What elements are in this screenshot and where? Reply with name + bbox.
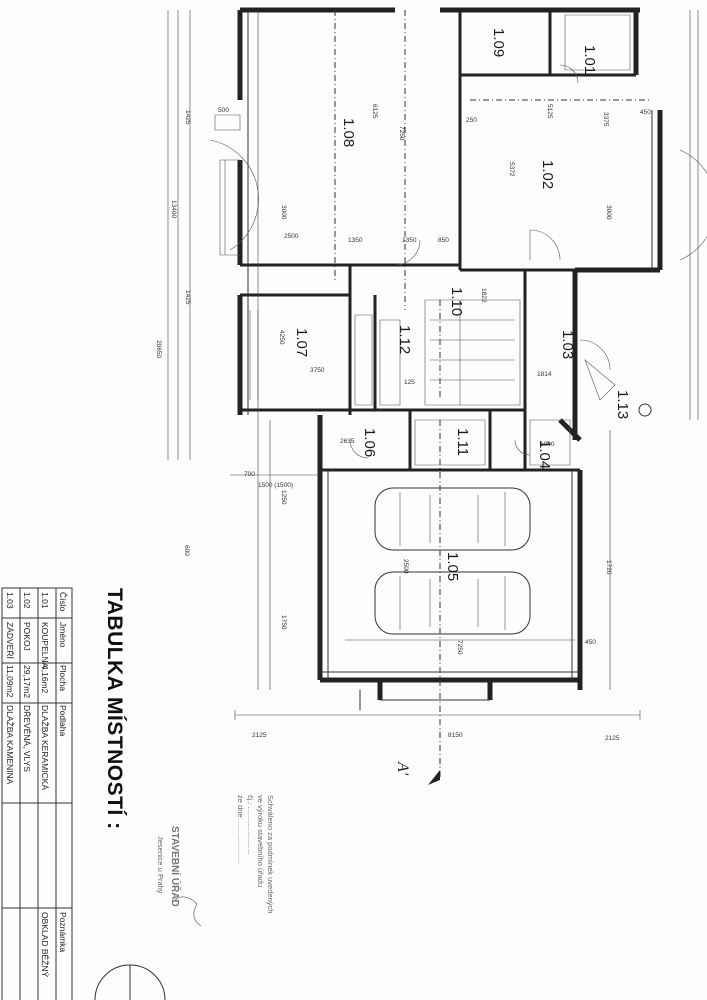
balcony xyxy=(214,114,241,256)
table-header-podlaha: Podlaha xyxy=(58,705,68,736)
table-header-jmeno: Jméno xyxy=(58,622,68,648)
stamp-line-4: ze dne: .................... xyxy=(236,795,245,863)
compass-symbol xyxy=(94,964,166,1000)
dim-7250-b: 7250 xyxy=(456,640,463,655)
room-1-08: 1.08 xyxy=(340,118,357,147)
stamp-line-1: Schváleno za podmínek uvedených xyxy=(266,795,275,913)
table-row-2-area: 29,17m2 xyxy=(22,665,32,698)
dim-850: 850 xyxy=(438,237,449,244)
dim-1350-a: 1350 xyxy=(348,237,363,244)
dim-1250: 1250 xyxy=(280,490,287,505)
stamp-line-2: ve výroku stavebního úřadu xyxy=(256,795,265,887)
dimension-labels: 6125 5125 7250 7250 3000 3000 2500 1350 … xyxy=(155,104,651,742)
dim-125: 125 xyxy=(404,379,415,386)
dim-1425-b: 1425 xyxy=(184,290,191,305)
dim-5372: 5372 xyxy=(508,162,515,177)
outer-walls xyxy=(237,7,663,700)
room-1-09: 1.09 xyxy=(490,28,507,57)
table-row-1-name: KOUPELNA xyxy=(40,622,50,669)
dim-3000-b: 3000 xyxy=(605,205,612,220)
stamp-office: STAVEBNÍ ÚŘAD xyxy=(169,826,182,907)
section-marker xyxy=(428,770,440,785)
room-1-13: 1.13 xyxy=(614,390,631,419)
dim-1350-b: 1350 xyxy=(402,237,417,244)
table-header-cislo: Číslo xyxy=(58,592,68,612)
dimension-lines xyxy=(167,10,699,720)
dim-5125: 5125 xyxy=(546,104,553,119)
table-row-1-note: OBKLAD BĚŽNÝ xyxy=(40,912,50,978)
dim-2500-b: 2500 xyxy=(402,559,409,574)
table-row-2-floor: DŘEVĚNÁ, VLYS xyxy=(22,705,32,772)
dim-450-a: 450 xyxy=(640,109,651,116)
stamp-line-3: čj.: ....................... xyxy=(246,795,255,855)
dim-1000: 1000 xyxy=(540,441,555,448)
section-label: A' xyxy=(394,761,411,776)
room-1-03: 1.03 xyxy=(559,330,576,359)
table-title: TABULKA MÍSTNOSTÍ : xyxy=(103,588,126,830)
room-table-grid xyxy=(1,587,73,1000)
table-row-3-floor: DLAŽBA KAMENINA xyxy=(5,705,15,785)
dim-3375: 3375 xyxy=(602,112,609,127)
table-row-1-num: 1.01 xyxy=(40,592,50,609)
dim-6125: 6125 xyxy=(371,104,378,119)
table-row-2-name: POKOJ xyxy=(22,622,32,651)
dim-2635: 2635 xyxy=(340,438,355,445)
table-header-poznamka: Poznámka xyxy=(58,912,68,952)
room-1-06: 1.06 xyxy=(361,428,378,457)
dim-1720: 1720 xyxy=(605,560,612,575)
dim-500: 500 xyxy=(218,107,229,114)
room-1-04: 1.04 xyxy=(536,440,553,469)
inner-walls xyxy=(240,10,636,472)
dim-600: 600 xyxy=(183,545,190,556)
table-row-3-num: 1.03 xyxy=(5,592,15,609)
dim-450-b: 450 xyxy=(585,639,596,646)
dim-8150: 8150 xyxy=(448,732,463,739)
dim-1822: 1822 xyxy=(480,288,487,303)
room-labels: 1.01 1.02 1.03 1.04 1.05 1.06 1.07 1.08 … xyxy=(293,28,631,581)
table-row-1-area: 4,16m2 xyxy=(40,665,50,694)
room-1-05: 1.05 xyxy=(444,552,461,581)
approval-stamp: Schváleno za podmínek uvedených ve výrok… xyxy=(156,795,275,927)
room-1-10: 1.10 xyxy=(448,287,465,316)
table-row-3-area: 11,09m2 xyxy=(5,665,15,698)
door-swings xyxy=(209,64,707,459)
dim-1750: 1750 xyxy=(280,615,287,630)
dim-3000-a: 3000 xyxy=(280,205,287,220)
room-1-02: 1.02 xyxy=(539,160,556,189)
garage-cars xyxy=(374,487,531,635)
stamp-city: Jesenice u Prahy xyxy=(156,836,165,894)
table-row-2-num: 1.02 xyxy=(22,592,32,609)
table-row-3-name: ZÁDVEŘÍ xyxy=(5,622,15,659)
room-1-07: 1.07 xyxy=(293,328,310,357)
construction-lines xyxy=(247,10,653,710)
room-1-11: 1.11 xyxy=(454,428,471,456)
axis-lines xyxy=(334,10,650,780)
signature-icon xyxy=(174,896,202,927)
room-1-01: 1.01 xyxy=(581,45,598,74)
dim-700: 700 xyxy=(244,471,255,478)
dim-1425-a: 1425 xyxy=(184,110,191,125)
dim-1500: 1500 (1500) xyxy=(258,482,293,489)
dim-1814: 1814 xyxy=(537,371,552,378)
room-table: TABULKA MÍSTNOSTÍ : xyxy=(103,588,126,830)
dim-13400: 13400 xyxy=(170,200,177,218)
room-1-12: 1.12 xyxy=(396,325,413,354)
table-row-1-floor: DLAŽBA KERAMICKÁ xyxy=(40,705,50,790)
table-header-plocha: Plocha xyxy=(58,665,68,691)
dim-2500: 2500 xyxy=(284,233,299,240)
north-circle xyxy=(638,403,652,417)
dim-2125-b: 2125 xyxy=(605,735,620,742)
dim-20650: 20650 xyxy=(155,340,162,358)
dim-2125-a: 2125 xyxy=(252,732,267,739)
dim-250: 250 xyxy=(466,117,477,124)
dim-7250-a: 7250 xyxy=(398,126,405,141)
dim-4250: 4250 xyxy=(278,330,285,345)
room-table-text: Číslo Jméno Plocha Podlaha Poznámka 1.01… xyxy=(5,592,68,978)
dim-3750: 3750 xyxy=(310,367,325,374)
